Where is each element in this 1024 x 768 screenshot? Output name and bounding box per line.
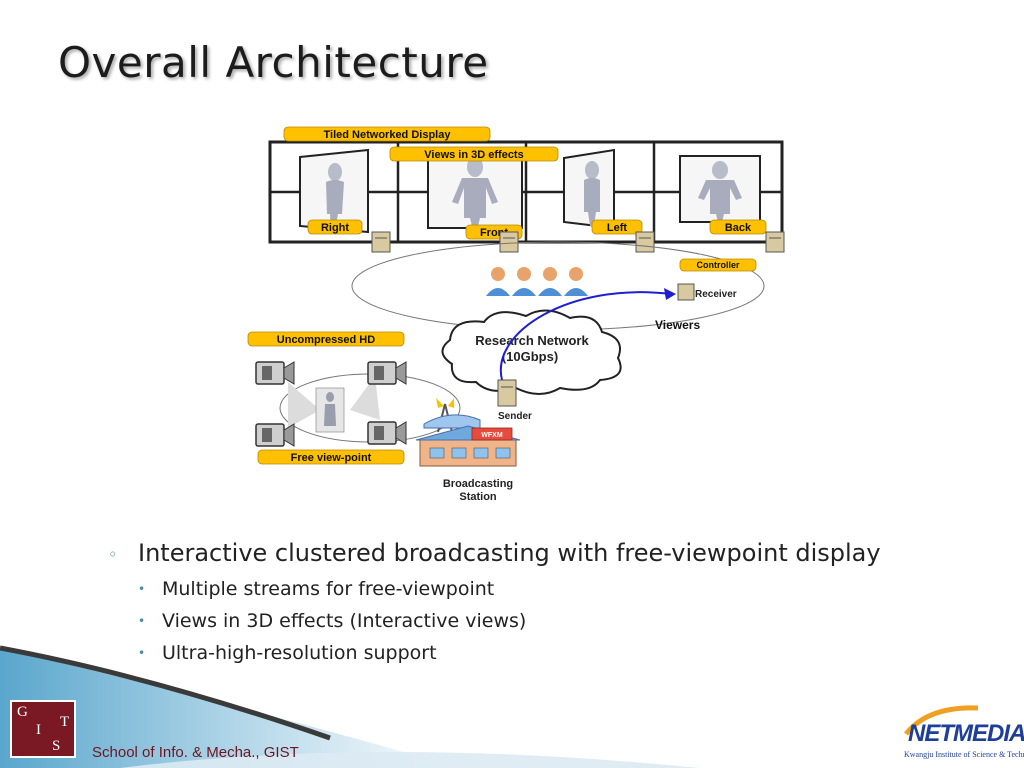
display-server-icon — [635, 231, 655, 253]
netmedia-subtitle: Kwangju Institute of Science & Technolog… — [904, 750, 1024, 759]
svg-text:Free view-point: Free view-point — [291, 452, 372, 464]
gist-letter: I — [36, 722, 41, 738]
research-network-cloud: Research Network (10Gbps) — [441, 309, 622, 395]
bullet-level2: • Multiple streams for free-viewpoint — [138, 576, 928, 602]
bullet-dot-icon: • — [138, 646, 146, 660]
display-server-icon — [765, 231, 785, 253]
arrow-head — [664, 288, 676, 300]
bullet-dot-icon: • — [138, 582, 146, 596]
netmedia-wordmark: NETMEDIA — [908, 720, 1024, 747]
label-broadcasting-line2: Station — [459, 491, 497, 503]
label-left: Left — [591, 219, 643, 235]
svg-text:Tiled Networked Display: Tiled Networked Display — [324, 129, 452, 141]
svg-text:(10Gbps): (10Gbps) — [502, 349, 558, 364]
label-back: Back — [709, 219, 767, 235]
slide-title: Overall Architecture — [58, 38, 489, 87]
bullet-level1: ◦ Interactive clustered broadcasting wit… — [108, 538, 928, 570]
sender-server-icon — [497, 379, 517, 407]
network-path-arrow — [499, 291, 671, 381]
svg-text:WFXM: WFXM — [481, 432, 503, 439]
view-panel-right — [299, 148, 369, 234]
label-views-3d: Views in 3D effects — [389, 146, 559, 162]
bullet-text: Multiple streams for free-viewpoint — [162, 578, 495, 600]
label-free-viewpoint: Free view-point — [257, 449, 405, 465]
svg-text:Back: Back — [725, 222, 752, 234]
bullet-text: Interactive clustered broadcasting with … — [138, 539, 881, 567]
bullet-list: ◦ Interactive clustered broadcasting wit… — [108, 538, 928, 666]
label-uncompressed-hd: Uncompressed HD — [247, 331, 405, 347]
label-controller: Controller — [679, 258, 757, 272]
gist-letter: G — [17, 704, 28, 720]
bullet-text: Ultra-high-resolution support — [162, 642, 437, 664]
label-right: Right — [307, 219, 363, 235]
svg-text:Views in 3D effects: Views in 3D effects — [424, 149, 523, 161]
camera-view-cone — [288, 382, 320, 428]
svg-text:Uncompressed HD: Uncompressed HD — [277, 334, 375, 346]
camera-icon — [255, 361, 295, 385]
camera-icon — [367, 361, 407, 385]
view-panel-back — [679, 155, 761, 223]
architecture-diagram: Tiled Networked Display Views in 3D effe… — [247, 126, 785, 503]
school-name: School of Info. & Mecha., GIST — [92, 744, 299, 761]
display-server-icon — [371, 231, 391, 253]
view-panel-front — [427, 149, 523, 229]
bullet-dot-icon: • — [138, 614, 146, 628]
bullet-level2: • Views in 3D effects (Interactive views… — [138, 608, 928, 634]
camera-icon — [367, 421, 407, 445]
label-sender: Sender — [498, 411, 532, 422]
svg-text:Left: Left — [607, 222, 628, 234]
svg-text:Right: Right — [321, 222, 349, 234]
gist-letter: S — [52, 738, 61, 754]
display-server-icon — [499, 231, 519, 253]
receiver-server-icon — [677, 283, 695, 301]
label-viewers: Viewers — [655, 318, 700, 332]
svg-text:Research Network: Research Network — [475, 333, 589, 348]
broadcasting-station-icon: WFXM — [415, 398, 521, 467]
camera-view-cone — [350, 376, 380, 420]
netmedia-logo: NETMEDIA Kwangju Institute of Science & … — [898, 700, 1024, 762]
label-receiver: Receiver — [695, 289, 737, 300]
netmedia-swoosh-icon — [904, 705, 979, 736]
bullet-text: Views in 3D effects (Interactive views) — [162, 610, 527, 632]
gist-letter: T — [60, 714, 70, 730]
label-broadcasting-line1: Broadcasting — [443, 478, 513, 490]
bullet-ring-icon: ◦ — [108, 545, 118, 564]
label-tiled-display: Tiled Networked Display — [283, 126, 491, 142]
svg-text:Controller: Controller — [696, 260, 739, 270]
footer-swoosh — [0, 645, 700, 768]
gist-logo: G I S T — [10, 700, 76, 758]
camera-icon — [255, 423, 295, 447]
viewers-people-icon — [486, 267, 588, 296]
bullet-level2: • Ultra-high-resolution support — [138, 640, 928, 666]
view-panel-left — [563, 148, 615, 230]
